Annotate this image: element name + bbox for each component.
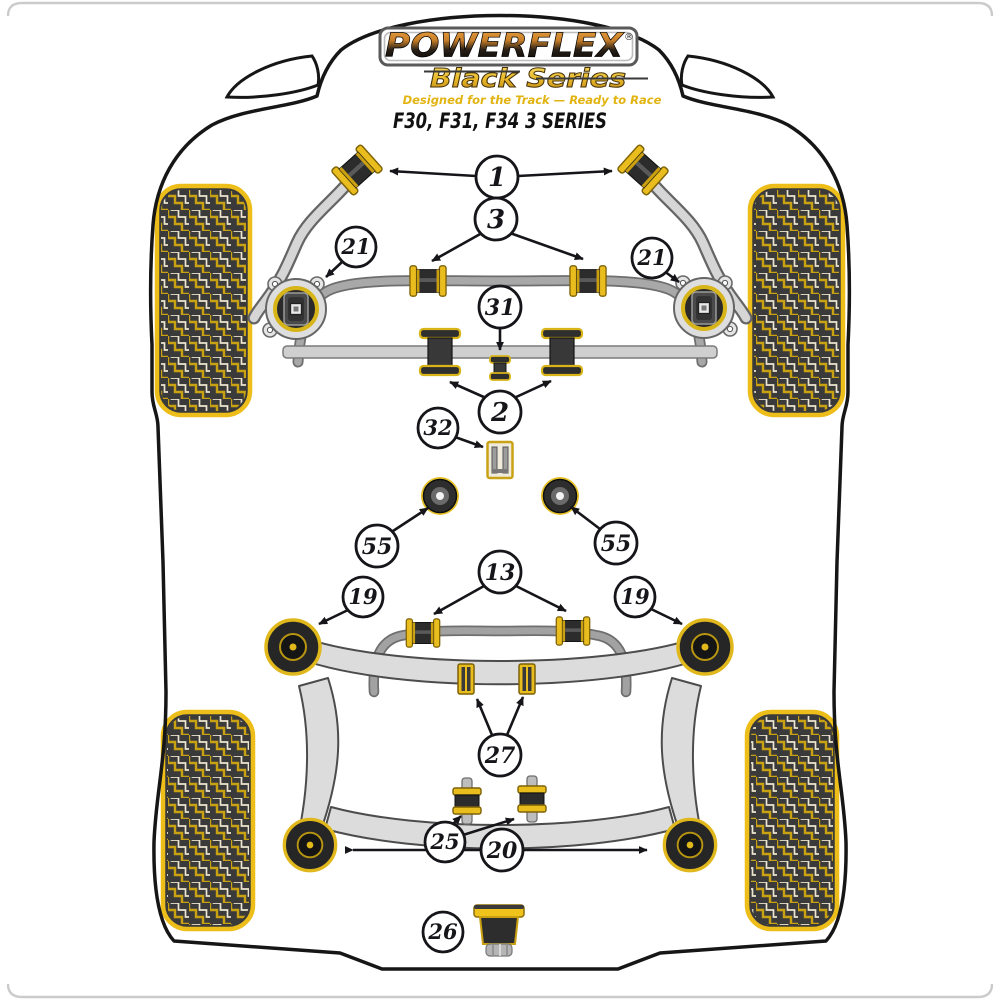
callout-21-right: 21	[630, 236, 674, 280]
shock-top-mount-bush	[473, 904, 525, 957]
arrow-1-left	[389, 167, 477, 178]
callout-19-left-label: 19	[348, 584, 378, 609]
front-arb-bush-right	[569, 265, 607, 297]
rear-subframe-bush-rear-right	[662, 817, 718, 873]
crossmember-sleeve-right	[518, 663, 536, 695]
callout-21-right-label: 21	[636, 245, 666, 270]
callout-32: 32	[416, 406, 460, 450]
callout-55-left: 55	[354, 523, 400, 569]
front-control-arm-right	[641, 171, 753, 325]
callout-20: 20	[479, 827, 525, 873]
arrow-25-right	[462, 817, 515, 837]
callout-21-left-label: 21	[340, 234, 370, 259]
callout-3: 3	[473, 196, 519, 242]
rear-arb-bush-right	[555, 616, 591, 646]
arrow-32	[454, 435, 484, 449]
series-text: Black Series	[430, 64, 626, 94]
tagline-text: Designed for the Track — Ready to Race	[403, 93, 662, 107]
callout-circles: 1 3 21 21 31 2 32 55	[334, 154, 674, 954]
arrow-2-right	[513, 379, 552, 400]
logo-text: POWERFLEX	[385, 26, 625, 65]
rear-anti-roll-bar	[368, 625, 632, 698]
rear-subframe-bush-front-left	[264, 618, 322, 676]
mirror-right	[679, 54, 776, 99]
callout-25: 25	[423, 820, 467, 864]
logo-frame	[378, 26, 639, 67]
callout-27: 27	[477, 732, 523, 778]
arrow-2-left	[449, 380, 487, 400]
callout-19-right-label: 19	[620, 584, 650, 609]
engine-mount-left	[261, 275, 328, 341]
arrow-19-left	[318, 608, 349, 626]
callout-26-label: 26	[427, 919, 458, 944]
callout-3-label: 3	[487, 205, 505, 235]
arrow-55-left	[392, 506, 429, 533]
rear-subframe-bush-rear-left	[282, 817, 338, 873]
tire-rear-left	[160, 709, 256, 932]
crossmember-sleeve-left	[457, 663, 475, 695]
arrow-1-right	[517, 167, 613, 178]
callout-55-right-label: 55	[601, 531, 632, 557]
callout-21-left: 21	[334, 225, 378, 269]
callout-19-left: 19	[341, 575, 385, 619]
callout-55-right: 55	[593, 520, 639, 566]
arrow-3-right	[509, 231, 584, 261]
callout-13: 13	[477, 549, 523, 595]
rear-subframe-front-crossmember	[289, 633, 711, 686]
arrow-55-right	[570, 505, 601, 531]
tire-front-right	[747, 183, 846, 418]
tire-front-left	[154, 183, 253, 418]
rear-arb-bush-left	[405, 618, 441, 648]
callout-27-label: 27	[484, 743, 516, 769]
callout-19-right: 19	[613, 575, 657, 619]
front-arb-bush-left	[409, 265, 447, 297]
mirror-left	[224, 54, 321, 99]
callout-1-label: 1	[488, 163, 506, 193]
steering-rack-small-bush	[489, 355, 511, 381]
arrow-13-left	[433, 584, 485, 616]
callout-25-label: 25	[429, 829, 459, 854]
callout-26: 26	[421, 910, 465, 954]
callout-13-label: 13	[485, 560, 516, 586]
callout-2: 2	[477, 389, 523, 435]
callout-31: 31	[477, 284, 523, 330]
arrow-13-right	[515, 584, 567, 613]
callout-32-label: 32	[423, 415, 452, 440]
lower-arm-spool-right	[517, 775, 547, 823]
callout-1: 1	[474, 154, 520, 200]
gearbox-mount-insert	[486, 440, 514, 480]
rear-subframe-bush-front-right	[676, 618, 734, 676]
callout-55-left-label: 55	[362, 534, 393, 560]
callout-20-label: 20	[486, 838, 518, 864]
frame-top-line	[6, 1, 994, 17]
engine-mount-right	[672, 274, 739, 340]
frame-bottom-line	[6, 983, 994, 999]
arrow-27-right	[505, 696, 525, 736]
arrow-21-left	[325, 261, 343, 278]
car-body-outline	[148, 13, 852, 971]
callout-31-label: 31	[485, 295, 516, 321]
logo-frame-inner	[383, 31, 634, 62]
registered-mark: ®	[624, 32, 634, 43]
brand-block: POWERFLEX ® Black Series Designed for th…	[378, 25, 662, 134]
model-title: F30, F31, F34 3 SERIES	[393, 109, 607, 134]
arrow-27-left	[475, 698, 494, 736]
callout-2-label: 2	[490, 398, 509, 428]
front-control-arm-left	[247, 171, 359, 325]
arrow-25-left	[452, 815, 462, 825]
arrow-19-right	[650, 607, 683, 626]
tire-rear-right	[744, 709, 840, 932]
arrow-3-left	[431, 231, 483, 263]
lower-arm-spool-left	[452, 777, 482, 825]
